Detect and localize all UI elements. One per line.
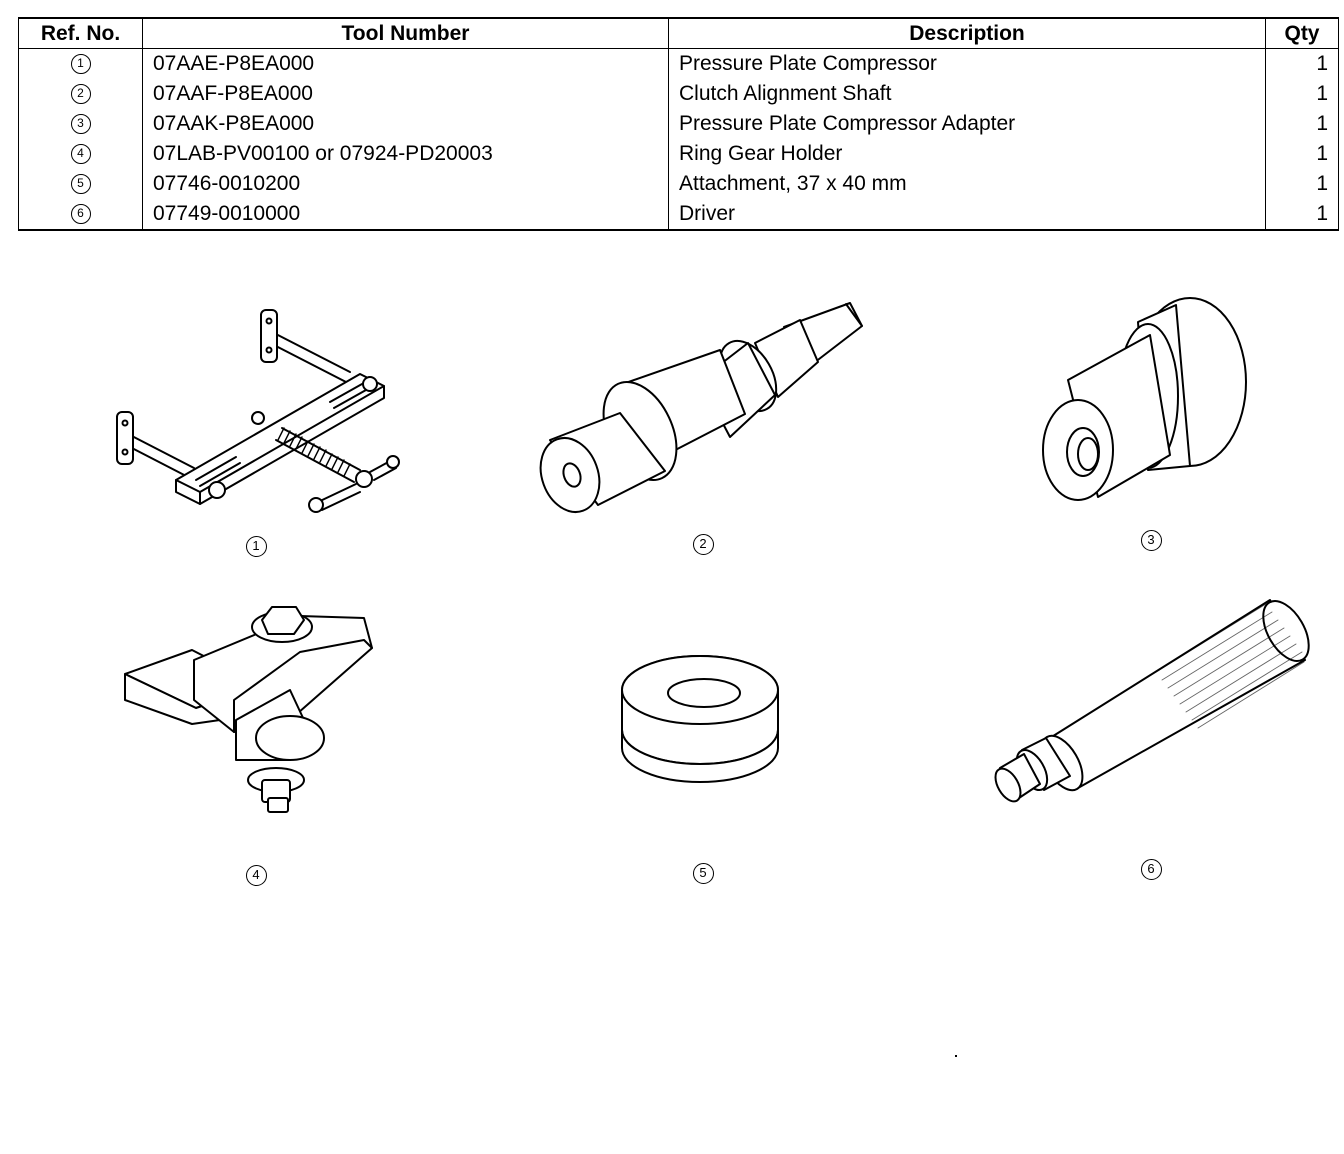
qty: 1 [1265, 199, 1339, 230]
ref-number: 5 [70, 174, 91, 195]
special-tools-table: Ref. No. Tool Number Description Qty 1 0… [18, 17, 1339, 231]
description: Pressure Plate Compressor Adapter [668, 109, 1266, 139]
driver-icon [994, 599, 1310, 803]
qty: 1 [1265, 139, 1339, 169]
header-ref-no: Ref. No. [18, 18, 143, 49]
ref-number: 4 [70, 144, 91, 165]
tool-number: 07746-0010200 [142, 169, 669, 199]
header-qty: Qty [1265, 18, 1339, 49]
ref-number: 6 [70, 204, 91, 225]
table-header-row: Ref. No. Tool Number Description Qty [18, 18, 1339, 49]
figure-label-5: 5 [688, 863, 718, 884]
clutch-alignment-shaft-icon [539, 302, 863, 513]
figure-label-3: 3 [1136, 530, 1166, 551]
compressor-adapter-icon [1042, 297, 1247, 501]
qty: 1 [1265, 79, 1339, 109]
description: Ring Gear Holder [668, 139, 1266, 169]
table-row: 4 07LAB-PV00100 or 07924-PD20003 Ring Ge… [18, 139, 1339, 169]
tool-number: 07AAK-P8EA000 [142, 109, 669, 139]
table-row: 2 07AAF-P8EA000 Clutch Alignment Shaft 1 [18, 79, 1339, 109]
ref-number: 3 [70, 114, 91, 135]
qty: 1 [1265, 109, 1339, 139]
header-description: Description [668, 18, 1266, 49]
figure-label-2: 2 [688, 534, 718, 555]
table-row: 5 07746-0010200 Attachment, 37 x 40 mm 1 [18, 169, 1339, 199]
header-tool-number: Tool Number [142, 18, 669, 49]
ref-number: 2 [70, 84, 91, 105]
attachment-icon [621, 655, 779, 783]
figure-label-4: 4 [241, 865, 271, 886]
qty: 1 [1265, 48, 1339, 79]
description: Attachment, 37 x 40 mm [668, 169, 1266, 199]
tool-number: 07AAF-P8EA000 [142, 79, 669, 109]
description: Clutch Alignment Shaft [668, 79, 1266, 109]
description: Pressure Plate Compressor [668, 48, 1266, 79]
figure-label-6: 6 [1136, 859, 1166, 880]
table-row: 1 07AAE-P8EA000 Pressure Plate Compresso… [18, 48, 1339, 79]
tool-number: 07LAB-PV00100 or 07924-PD20003 [142, 139, 669, 169]
description: Driver [668, 199, 1266, 230]
table-row: 6 07749-0010000 Driver 1 [18, 199, 1339, 230]
figure-label-1: 1 [241, 536, 271, 557]
tool-number: 07749-0010000 [142, 199, 669, 230]
tool-number: 07AAE-P8EA000 [142, 48, 669, 79]
pressure-plate-compressor-icon [116, 309, 400, 513]
qty: 1 [1265, 169, 1339, 199]
ring-gear-holder-icon [124, 606, 373, 813]
ref-number: 1 [70, 54, 91, 75]
stray-mark [955, 1055, 957, 1057]
table-row: 3 07AAK-P8EA000 Pressure Plate Compresso… [18, 109, 1339, 139]
